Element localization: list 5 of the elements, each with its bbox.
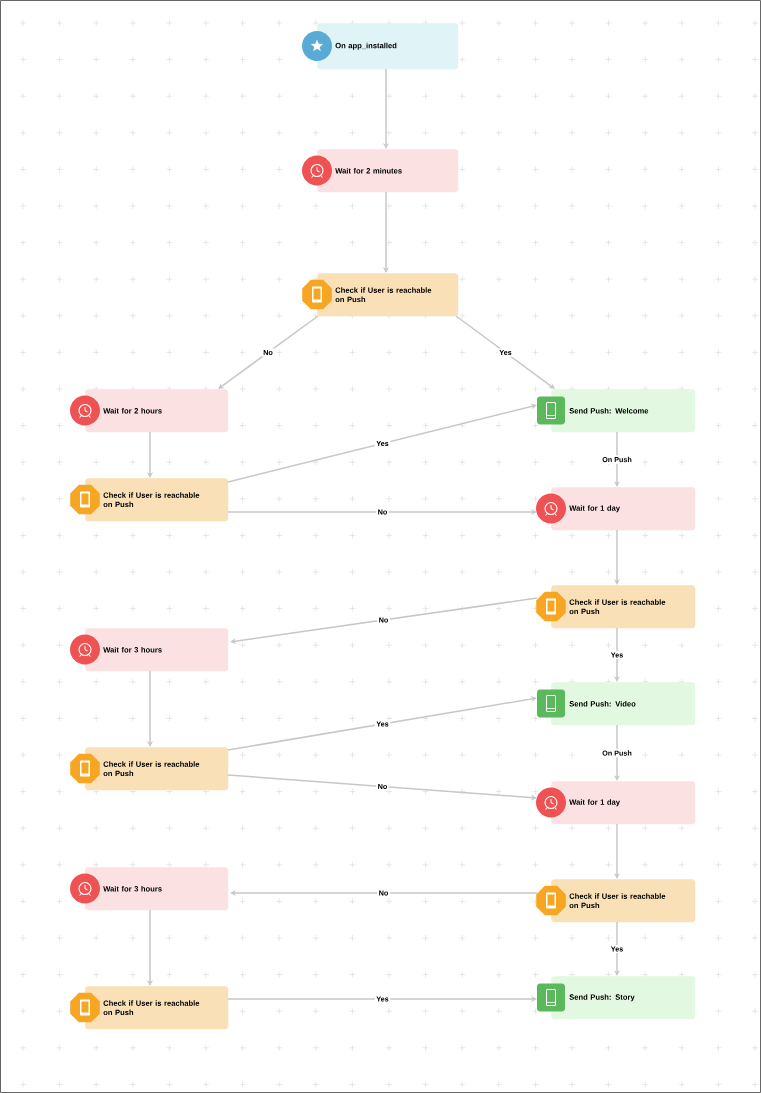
arrow (227, 696, 537, 751)
arrow (218, 315, 319, 389)
arrow (227, 403, 537, 483)
arrow (230, 597, 538, 645)
arrow (455, 315, 555, 389)
